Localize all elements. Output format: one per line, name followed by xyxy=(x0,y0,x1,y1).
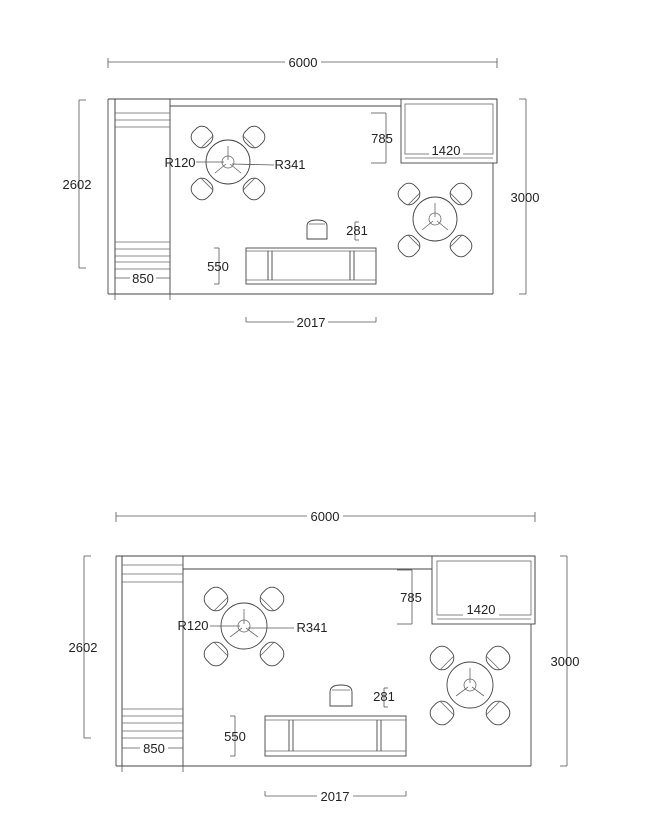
dimension-counter-length: 2017 xyxy=(245,315,377,330)
left-height-label: 2602 xyxy=(63,177,92,192)
bench xyxy=(114,98,171,295)
counter-depth-label: 550 xyxy=(207,259,229,274)
right-height-label: 3000 xyxy=(551,654,580,669)
counter xyxy=(245,247,377,285)
dimension-right-height: 3000 xyxy=(551,555,580,767)
chair-radius-label: R120 xyxy=(164,155,195,170)
bench-width-label: 850 xyxy=(143,741,165,756)
cabinet: 1420 xyxy=(400,98,498,164)
dimension-bench-width: 850 xyxy=(121,741,184,772)
cabinet-width-label: 1420 xyxy=(432,143,461,158)
dining-set-right xyxy=(429,645,511,726)
counter xyxy=(264,715,407,757)
stool-offset-label: 281 xyxy=(373,689,395,704)
stool-offset-label: 281 xyxy=(346,223,368,238)
dimension-overall-width: 6000 xyxy=(115,509,536,524)
counter-length-label: 2017 xyxy=(321,789,350,804)
dimension-counter-length: 2017 xyxy=(264,789,407,804)
bench-width-label: 850 xyxy=(132,271,154,286)
cabinet-depth-label: 785 xyxy=(400,590,422,605)
floor-plan-2: 6000 2602 3000 xyxy=(69,509,580,804)
cabinet-width-label: 1420 xyxy=(467,602,496,617)
chair-radius-label: R120 xyxy=(177,618,208,633)
cabinet-depth-label: 785 xyxy=(371,131,393,146)
dining-set-right xyxy=(397,182,473,258)
dining-set-left xyxy=(203,586,294,667)
room-walls xyxy=(115,555,536,767)
dimension-counter-depth: 550 xyxy=(207,247,229,285)
floor-plan-1: 6000 2602 3000 xyxy=(63,55,540,330)
stool xyxy=(329,684,353,707)
dining-set-left xyxy=(190,125,275,201)
dimension-stool-offset: 281 xyxy=(373,687,395,708)
dimension-right-height: 3000 xyxy=(511,98,540,295)
dimension-left-height: 2602 xyxy=(63,99,92,269)
right-height-label: 3000 xyxy=(511,190,540,205)
dimension-overall-width: 6000 xyxy=(107,55,498,70)
dimension-counter-depth: 550 xyxy=(224,715,246,757)
stool xyxy=(306,219,328,240)
left-height-label: 2602 xyxy=(69,640,98,655)
overall-width-label: 6000 xyxy=(289,55,318,70)
dimension-cabinet-depth: 785 xyxy=(371,112,393,164)
room-walls xyxy=(107,98,498,295)
dimension-cabinet-depth: 785 xyxy=(397,569,422,625)
table-radius-label: R341 xyxy=(296,620,327,635)
dimension-stool-offset: 281 xyxy=(346,221,368,241)
dimension-bench-width: 850 xyxy=(114,271,171,300)
bench xyxy=(121,555,184,767)
cabinet: 1420 xyxy=(431,555,536,625)
counter-depth-label: 550 xyxy=(224,729,246,744)
dimension-left-height: 2602 xyxy=(69,555,98,739)
overall-width-label: 6000 xyxy=(311,509,340,524)
counter-length-label: 2017 xyxy=(297,315,326,330)
table-radius-label: R341 xyxy=(274,157,305,172)
